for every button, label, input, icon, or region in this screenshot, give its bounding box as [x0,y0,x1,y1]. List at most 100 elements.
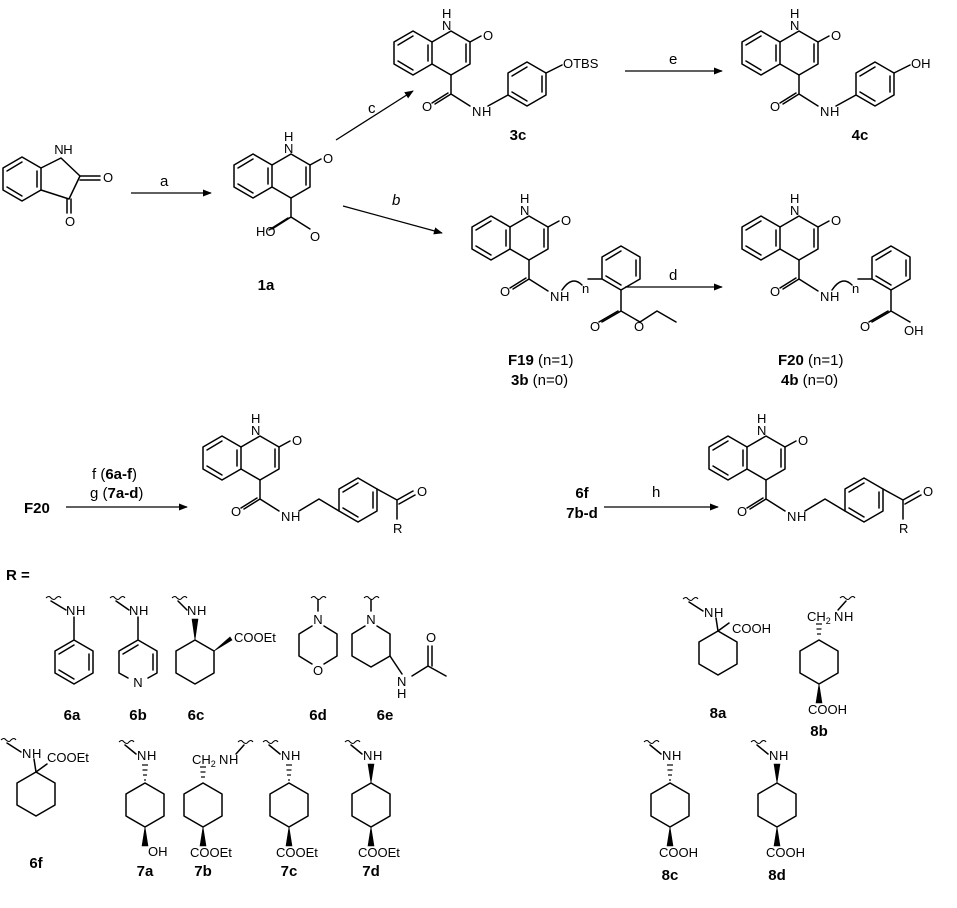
atom-o: O [634,319,644,334]
atom-n: N [834,609,843,624]
atom-o: O [561,213,571,228]
atom-o: O [323,151,333,166]
start-compound-f20: F20 [24,500,50,517]
atom-n: N [662,748,671,763]
r-group-6a-structure: N H [45,595,94,685]
atom-cooet: COOEt [276,845,318,860]
compound-label-1a: 1a [258,277,275,294]
atom-cooh: COOH [732,621,771,636]
atom-n: N [22,746,31,761]
atom-o-ring: O [313,663,323,678]
atom-cooet: COOEt [190,845,232,860]
atom-cooh: COOH [766,845,805,860]
atom-h: H [284,129,293,144]
atom-h: H [397,686,406,701]
r-group-6c-structure: N H COOEt [171,595,276,685]
compound-label-3c: 3c [510,127,527,144]
atom-n: N [54,142,63,157]
atom-h: H [63,142,72,157]
atom-cooet: COOEt [47,750,89,765]
r-group-7a-structure: N H OH [118,739,168,859]
r-group-8d-structure: N H COOH [750,739,805,860]
condition-g: g (7a-d) [90,485,143,502]
atom-n: N [397,674,406,689]
atom-o: O [923,484,933,499]
atom-n: N [251,423,260,438]
atom-h: H [76,603,85,618]
compound-label-f19: F19 (n=1) [508,352,573,369]
r-group-6e-structure: N N H O [351,595,447,701]
atom-h: H [520,191,529,206]
compound-f19-structure: N H O O N H n O O [471,191,677,334]
atom-h: H [139,603,148,618]
atom-h: H [251,411,260,426]
atom-h: H [147,748,156,763]
arrow-step-c: c [335,90,414,141]
atom-h: H [373,748,382,763]
atom-h: H [291,748,300,763]
atom-h: H [844,609,853,624]
atom-r: R [899,521,908,536]
r-label-8b: 8b [810,723,828,740]
reagent-label-c: c [368,100,376,117]
r-group-6d-structure: N O [298,595,338,678]
r-group-6b-structure: N H N [109,595,158,690]
r-label-8c: 8c [662,867,679,884]
atom-o: O [590,319,600,334]
atom-h: H [32,746,41,761]
acid-product-structure: N H O O N H O R [708,411,933,536]
atom-h: H [797,509,806,524]
start-compound-6f: 6f [575,485,589,502]
atom-n: N [66,603,75,618]
r-group-7c-structure: N H COOEt [262,739,318,860]
atom-h: H [442,6,451,21]
atom-n: N [820,289,829,304]
arrow-step-b: b [342,192,443,235]
reagent-label-a: a [160,173,169,190]
r-label-8a: 8a [710,705,727,722]
atom-n: N [129,603,138,618]
atom-n: N [820,104,829,119]
atom-n: N [757,423,766,438]
compound-4c-structure: N H O O N H OH [741,6,931,119]
atom-cooh: COOH [659,845,698,860]
atom-cooet: COOEt [358,845,400,860]
atom-oh: OH [904,323,924,338]
atom-h: H [560,289,569,304]
atom-otbs: OTBS [563,56,599,71]
r-group-8b-structure: CH2 N H COOH [799,595,856,717]
atom-o: O [770,284,780,299]
atom-h: H [790,191,799,206]
r-label-8d: 8d [768,867,786,884]
atom-n: N [472,104,481,119]
atom-o: O [310,229,320,244]
r-group-label: R = [6,567,30,584]
r-group-7b-structure: CH2 N H COOEt [183,739,254,860]
atom-n: N [442,18,451,33]
atom-o: O [500,284,510,299]
r-label-6f: 6f [29,855,43,872]
atom-ch2: CH2 [192,752,216,769]
r-group-6f-structure: N H COOEt [0,737,89,817]
compound-label-f20: F20 (n=1) [778,352,843,369]
r-label-6c: 6c [188,707,205,724]
atom-oh: OH [148,844,168,859]
amide-product-structure: N H O O N H O R [202,411,427,536]
r-label-6d: 6d [309,707,327,724]
atom-o: O [831,28,841,43]
arrow-step-d: d [625,267,723,291]
atom-n: N [769,748,778,763]
atom-n: N [520,203,529,218]
r-group-7d-structure: N H COOEt [344,739,400,860]
atom-h: H [830,289,839,304]
reagent-label-b: b [392,192,400,209]
compound-label-3b: 3b (n=0) [511,372,568,389]
atom-o: O [103,170,113,185]
atom-n: N [281,509,290,524]
arrow-step-fg: f (6a-f) g (7a-d) [66,466,188,511]
arrow-step-h: h [604,484,719,511]
atom-cooh: COOH [808,702,847,717]
atom-o: O [737,504,747,519]
r-group-8a-structure: N H COOH [682,596,771,676]
atom-o: O [860,319,870,334]
